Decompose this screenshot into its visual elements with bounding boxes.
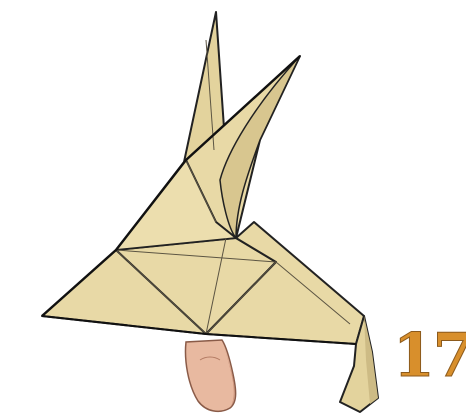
finger-shape <box>186 340 236 411</box>
holding-finger <box>186 340 236 411</box>
step-number-label: 17 <box>393 326 466 386</box>
